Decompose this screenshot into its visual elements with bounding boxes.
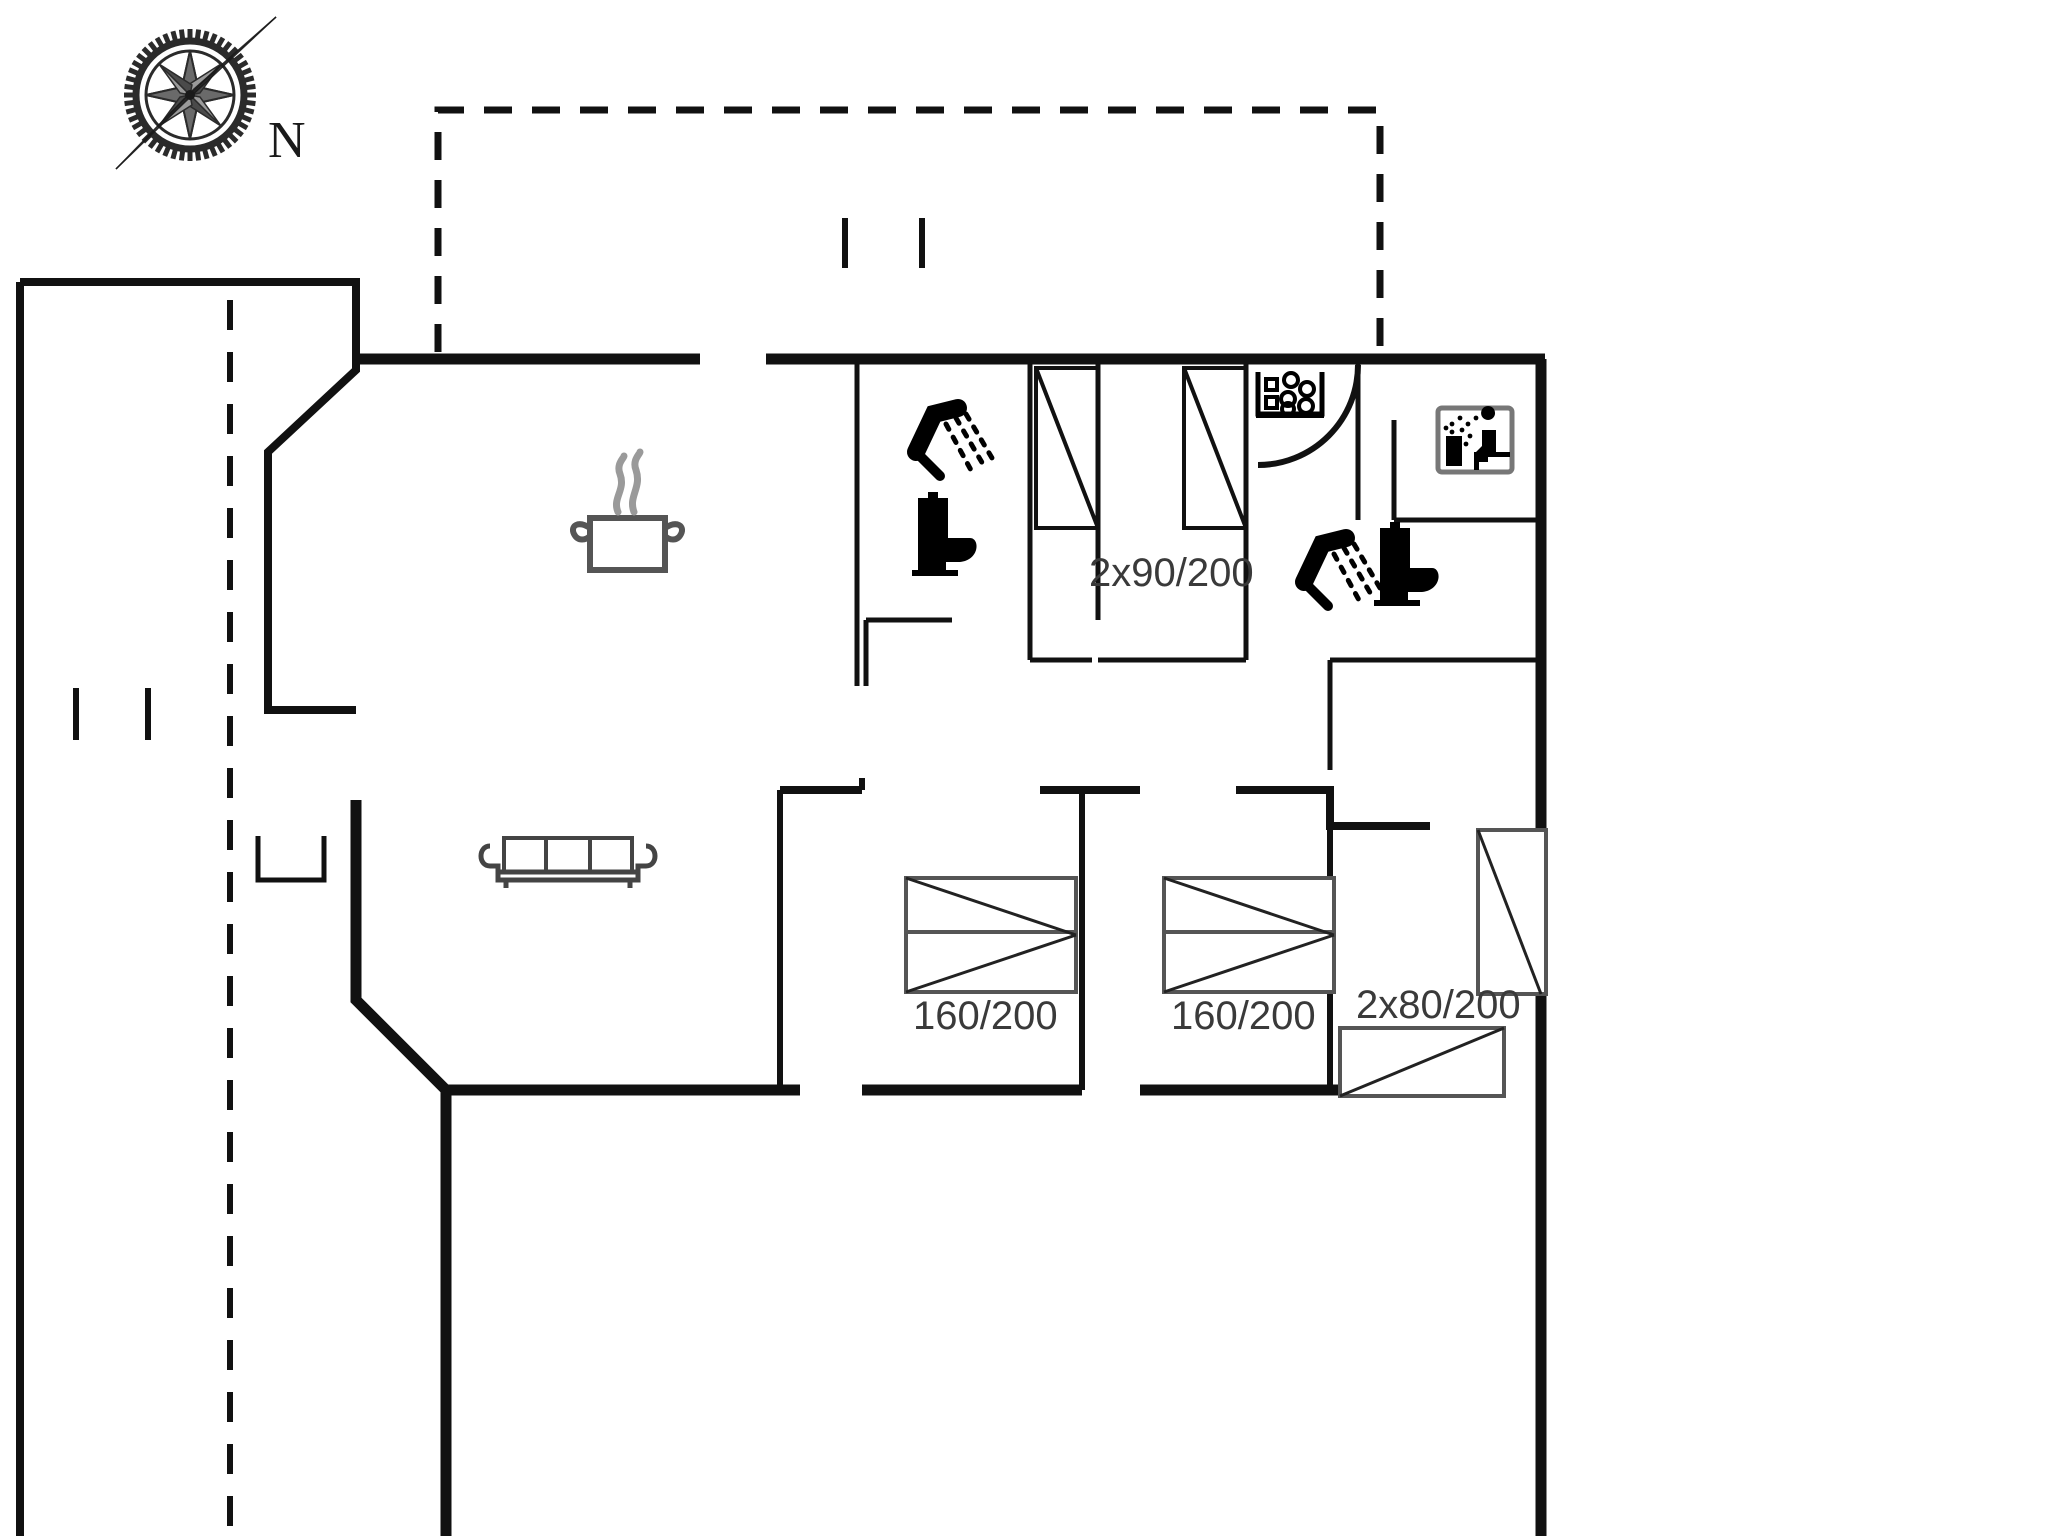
bunk-bed-symbol <box>1476 828 1548 996</box>
bed-symbol <box>904 876 1078 994</box>
bunk-bed-symbol <box>1338 1026 1506 1098</box>
sauna-icon <box>1435 405 1515 475</box>
sofa-icon <box>478 836 658 888</box>
bed-symbol <box>1162 876 1336 994</box>
shower-head-icon <box>1295 529 1383 611</box>
stove-hob-icon <box>1255 371 1325 418</box>
wardrobe-symbols <box>1034 366 1248 530</box>
door-swing-arc <box>1257 364 1361 468</box>
bunk-bath-label: 2x90/200 <box>1089 551 1254 595</box>
shower-head-icon <box>907 399 995 481</box>
top-post-marks <box>842 218 925 268</box>
cooking-pot-icon <box>570 448 685 573</box>
toilet-icon <box>912 492 977 576</box>
roof-outline-dashed <box>434 106 1384 358</box>
bed-left-label: 160/200 <box>913 994 1058 1038</box>
compass-north-label: N <box>268 112 306 169</box>
terrace-area <box>16 278 360 1536</box>
bunk-right-label: 2x80/200 <box>1356 983 1521 1027</box>
toilet-icon <box>1374 522 1439 606</box>
bed-mid-label: 160/200 <box>1171 994 1316 1038</box>
compass-rose: N <box>115 16 306 170</box>
